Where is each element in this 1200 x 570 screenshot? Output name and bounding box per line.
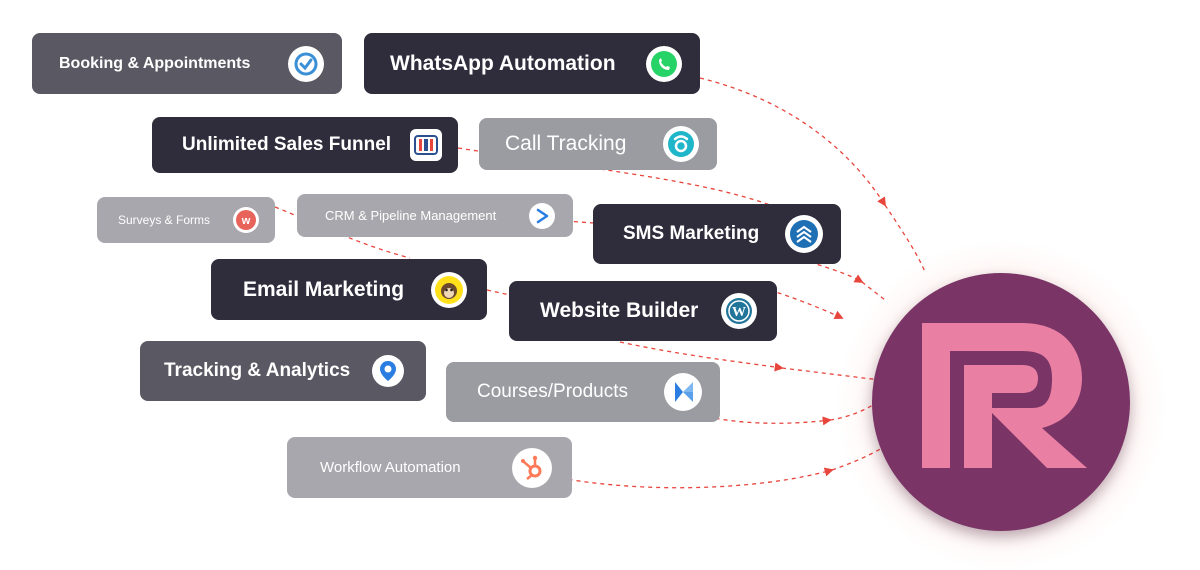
- feature-surveys[interactable]: Surveys & Forms w: [97, 197, 275, 243]
- link-workflow: [544, 467, 834, 489]
- feature-courses[interactable]: Courses/Products: [446, 362, 720, 422]
- feature-website[interactable]: Website Builder W: [509, 281, 777, 341]
- feature-whatsapp[interactable]: WhatsApp Automation: [364, 33, 700, 94]
- feature-crm[interactable]: CRM & Pipeline Management: [297, 194, 573, 237]
- feature-label: Booking & Appointments: [59, 54, 251, 72]
- brand-r-logo: [872, 273, 1130, 531]
- link-sms: [809, 261, 864, 283]
- wufoo-icon: w: [233, 207, 259, 233]
- hubspot-icon: [512, 447, 552, 488]
- link-email: [486, 289, 511, 296]
- location-pin-icon: [372, 355, 404, 387]
- stacked-chevrons-icon: [785, 215, 823, 253]
- feature-label: Workflow Automation: [320, 459, 461, 476]
- feature-analytics[interactable]: Tracking & Analytics: [140, 341, 426, 401]
- link-courses: [699, 414, 832, 426]
- link-funnel: [457, 147, 771, 206]
- feature-label: Tracking & Analytics: [164, 360, 351, 381]
- feature-label: Courses/Products: [477, 381, 629, 402]
- feature-label: Unlimited Sales Funnel: [182, 134, 392, 155]
- r-logo-mark: [922, 323, 1087, 468]
- feature-label: SMS Marketing: [623, 223, 760, 244]
- whatsapp-icon: [646, 45, 682, 82]
- call-tracking-icon: [663, 126, 699, 162]
- link-website: [769, 289, 844, 320]
- link-surveys: [274, 206, 411, 259]
- check-circle-icon: [288, 45, 324, 82]
- svg-text:w: w: [241, 215, 251, 227]
- clickfunnels-icon: [410, 129, 442, 161]
- feature-funnel[interactable]: Unlimited Sales Funnel: [152, 117, 458, 173]
- feature-booking[interactable]: Booking & Appointments: [32, 33, 342, 94]
- feature-sms[interactable]: SMS Marketing: [593, 204, 841, 264]
- link-whatsapp: [699, 77, 886, 207]
- kajabi-icon: [664, 373, 702, 411]
- svg-text:W: W: [732, 305, 746, 320]
- feature-label: Surveys & Forms: [118, 213, 211, 227]
- pipedrive-arrow-icon: [529, 202, 555, 229]
- feature-label: CRM & Pipeline Management: [325, 208, 497, 223]
- feature-label: WhatsApp Automation: [390, 51, 616, 75]
- feature-label: Call Tracking: [505, 132, 627, 155]
- feature-label: Website Builder: [540, 299, 699, 322]
- link-analytics: [619, 341, 784, 372]
- mailchimp-icon: [431, 271, 467, 308]
- feature-call-tracking[interactable]: Call Tracking: [479, 118, 717, 170]
- feature-email[interactable]: Email Marketing: [211, 259, 487, 320]
- feature-label: Email Marketing: [243, 277, 405, 301]
- connection-lines: [274, 77, 926, 489]
- wordpress-icon: W: [721, 293, 757, 329]
- feature-workflow[interactable]: Workflow Automation: [287, 437, 572, 498]
